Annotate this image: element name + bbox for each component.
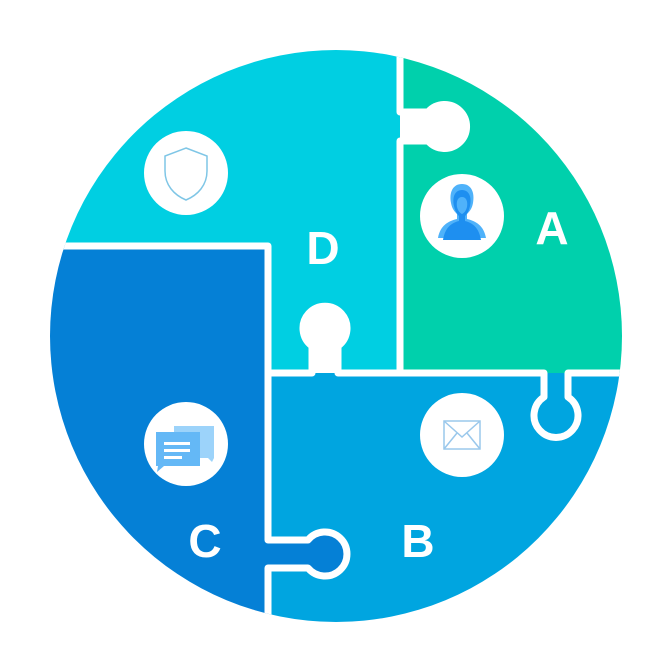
chat-icon — [156, 426, 214, 472]
shield-icon-badge — [144, 131, 228, 215]
piece-d-label: D — [306, 222, 339, 274]
shield-icon — [164, 147, 208, 201]
chat-icon-badge — [144, 402, 228, 486]
users-icon — [438, 184, 486, 240]
separator-top-bottom — [268, 302, 622, 441]
users-icon-badge — [420, 174, 504, 258]
piece-c-label: C — [188, 515, 221, 567]
separator-d-c — [50, 242, 351, 622]
piece-a-label: A — [535, 202, 568, 254]
envelope-icon — [443, 420, 481, 450]
envelope-icon-badge — [420, 393, 504, 477]
piece-b-label: B — [401, 515, 434, 567]
separator-d-a — [396, 50, 471, 373]
